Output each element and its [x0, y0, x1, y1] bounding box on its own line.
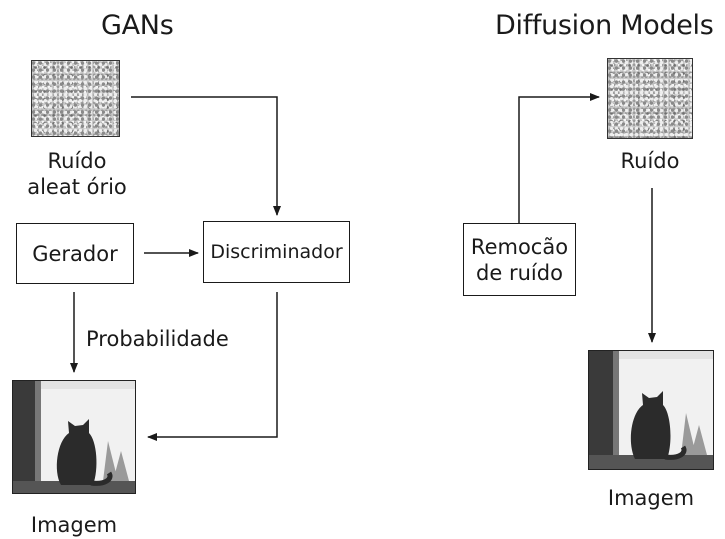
discriminator-label: Discriminador	[210, 241, 343, 263]
arrow-denoise-to-noise	[518, 93, 600, 223]
diffusion-cat-image	[588, 350, 714, 470]
generator-box: Gerador	[16, 223, 134, 284]
gans-image-label: Imagem	[30, 513, 118, 537]
probability-label: Probabilidade	[86, 327, 229, 351]
diffusion-title: Diffusion Models	[495, 10, 714, 41]
gans-noise-label-line2: aleat ório	[27, 175, 127, 199]
gans-noise-image	[31, 60, 120, 137]
denoise-box: Remocão de ruído	[463, 223, 576, 296]
gans-cat-image	[12, 380, 136, 494]
arrow-discriminator-to-image	[147, 292, 278, 441]
gans-title: GANs	[101, 10, 174, 41]
diffusion-noise-image	[607, 58, 693, 139]
diffusion-image-label: Imagem	[607, 486, 695, 510]
generator-label: Gerador	[32, 241, 118, 266]
denoise-label-line1: Remocão	[470, 234, 569, 259]
arrow-noise-to-discriminator	[131, 96, 281, 216]
gans-noise-label-line1: Ruído	[47, 149, 107, 173]
gans-noise-label: Ruído aleat ório	[10, 148, 144, 200]
denoise-label-line2: de ruído	[476, 260, 563, 285]
discriminator-box: Discriminador	[203, 221, 350, 283]
diffusion-noise-label: Ruído	[620, 149, 680, 173]
